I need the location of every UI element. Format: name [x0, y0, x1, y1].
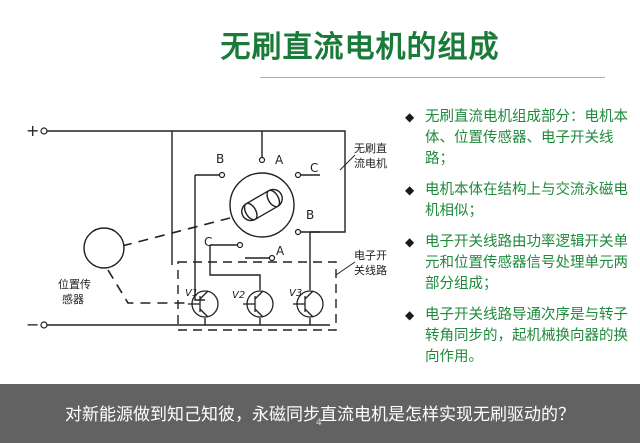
transistor-v2-label: V2 — [232, 290, 245, 301]
title-divider — [260, 77, 605, 78]
transistor-v3-icon — [293, 290, 324, 318]
electronic-switch-enclosure — [177, 261, 337, 331]
bullet-item: ◆电机本体在结构上与交流永磁电机相似； — [405, 182, 628, 219]
transistor-v1-icon — [188, 290, 219, 318]
terminal-a-top: A — [275, 153, 284, 167]
switch-label-2: 关线路 — [354, 263, 387, 277]
minus-label: − — [26, 315, 39, 334]
switch-label: 电子开 — [354, 249, 387, 262]
bullet-item: ◆电子开关线路由功率逻辑开关单元和位置传感器信号处理单元两部分组成； — [405, 234, 628, 292]
slide-title: 无刷直流电机的组成 — [220, 30, 500, 65]
bullet-list: ◆无刷直流电机组成部分：电机本体、位置传感器、电子开关线路； ◆电机本体在结构上… — [405, 107, 633, 378]
bullet-diamond-icon: ◆ — [405, 308, 415, 322]
bullet-diamond-icon: ◆ — [405, 235, 415, 249]
sensor-label: 位置传 — [58, 277, 91, 291]
plus-label: + — [26, 121, 39, 140]
bldc-circuit-diagram: + − 无刷直 流电机 电子开 关线路 位置传 感器 A B C B C A V… — [26, 121, 387, 334]
transistor-v2-icon — [243, 290, 274, 318]
motor-enclosure — [172, 130, 346, 233]
bullet-diamond-icon: ◆ — [405, 183, 415, 197]
page-number: 4 — [316, 418, 322, 428]
transistor-v3-label: V3 — [289, 288, 302, 299]
terminal-b-left: B — [216, 152, 224, 166]
sensor-link — [121, 217, 231, 247]
terminal-c-left: C — [204, 235, 212, 249]
bullet-item: ◆电子开关线路导通次序是与转子转角同步的，起机械换向器的换向作用。 — [405, 307, 628, 365]
terminal-b-right: B — [306, 208, 314, 222]
terminal-a-bottom: A — [276, 244, 285, 258]
caption-text: 对新能源做到知己知彼，永磁同步直流电机是怎样实现无刷驱动的？ — [65, 405, 575, 425]
rotor-icon — [229, 172, 295, 238]
sensor-label-2: 感器 — [62, 293, 84, 306]
bullet-item: ◆无刷直流电机组成部分：电机本体、位置传感器、电子开关线路； — [405, 109, 628, 167]
transistor-v1-label: V1 — [185, 288, 198, 299]
caption-overlay: 对新能源做到知己知彼，永磁同步直流电机是怎样实现无刷驱动的？ — [0, 384, 640, 443]
motor-label: 无刷直 — [354, 141, 387, 155]
bullet-diamond-icon: ◆ — [405, 110, 415, 124]
position-sensor-icon — [83, 227, 125, 269]
motor-label-2: 流电机 — [354, 156, 387, 170]
terminal-c-right: C — [310, 161, 318, 175]
